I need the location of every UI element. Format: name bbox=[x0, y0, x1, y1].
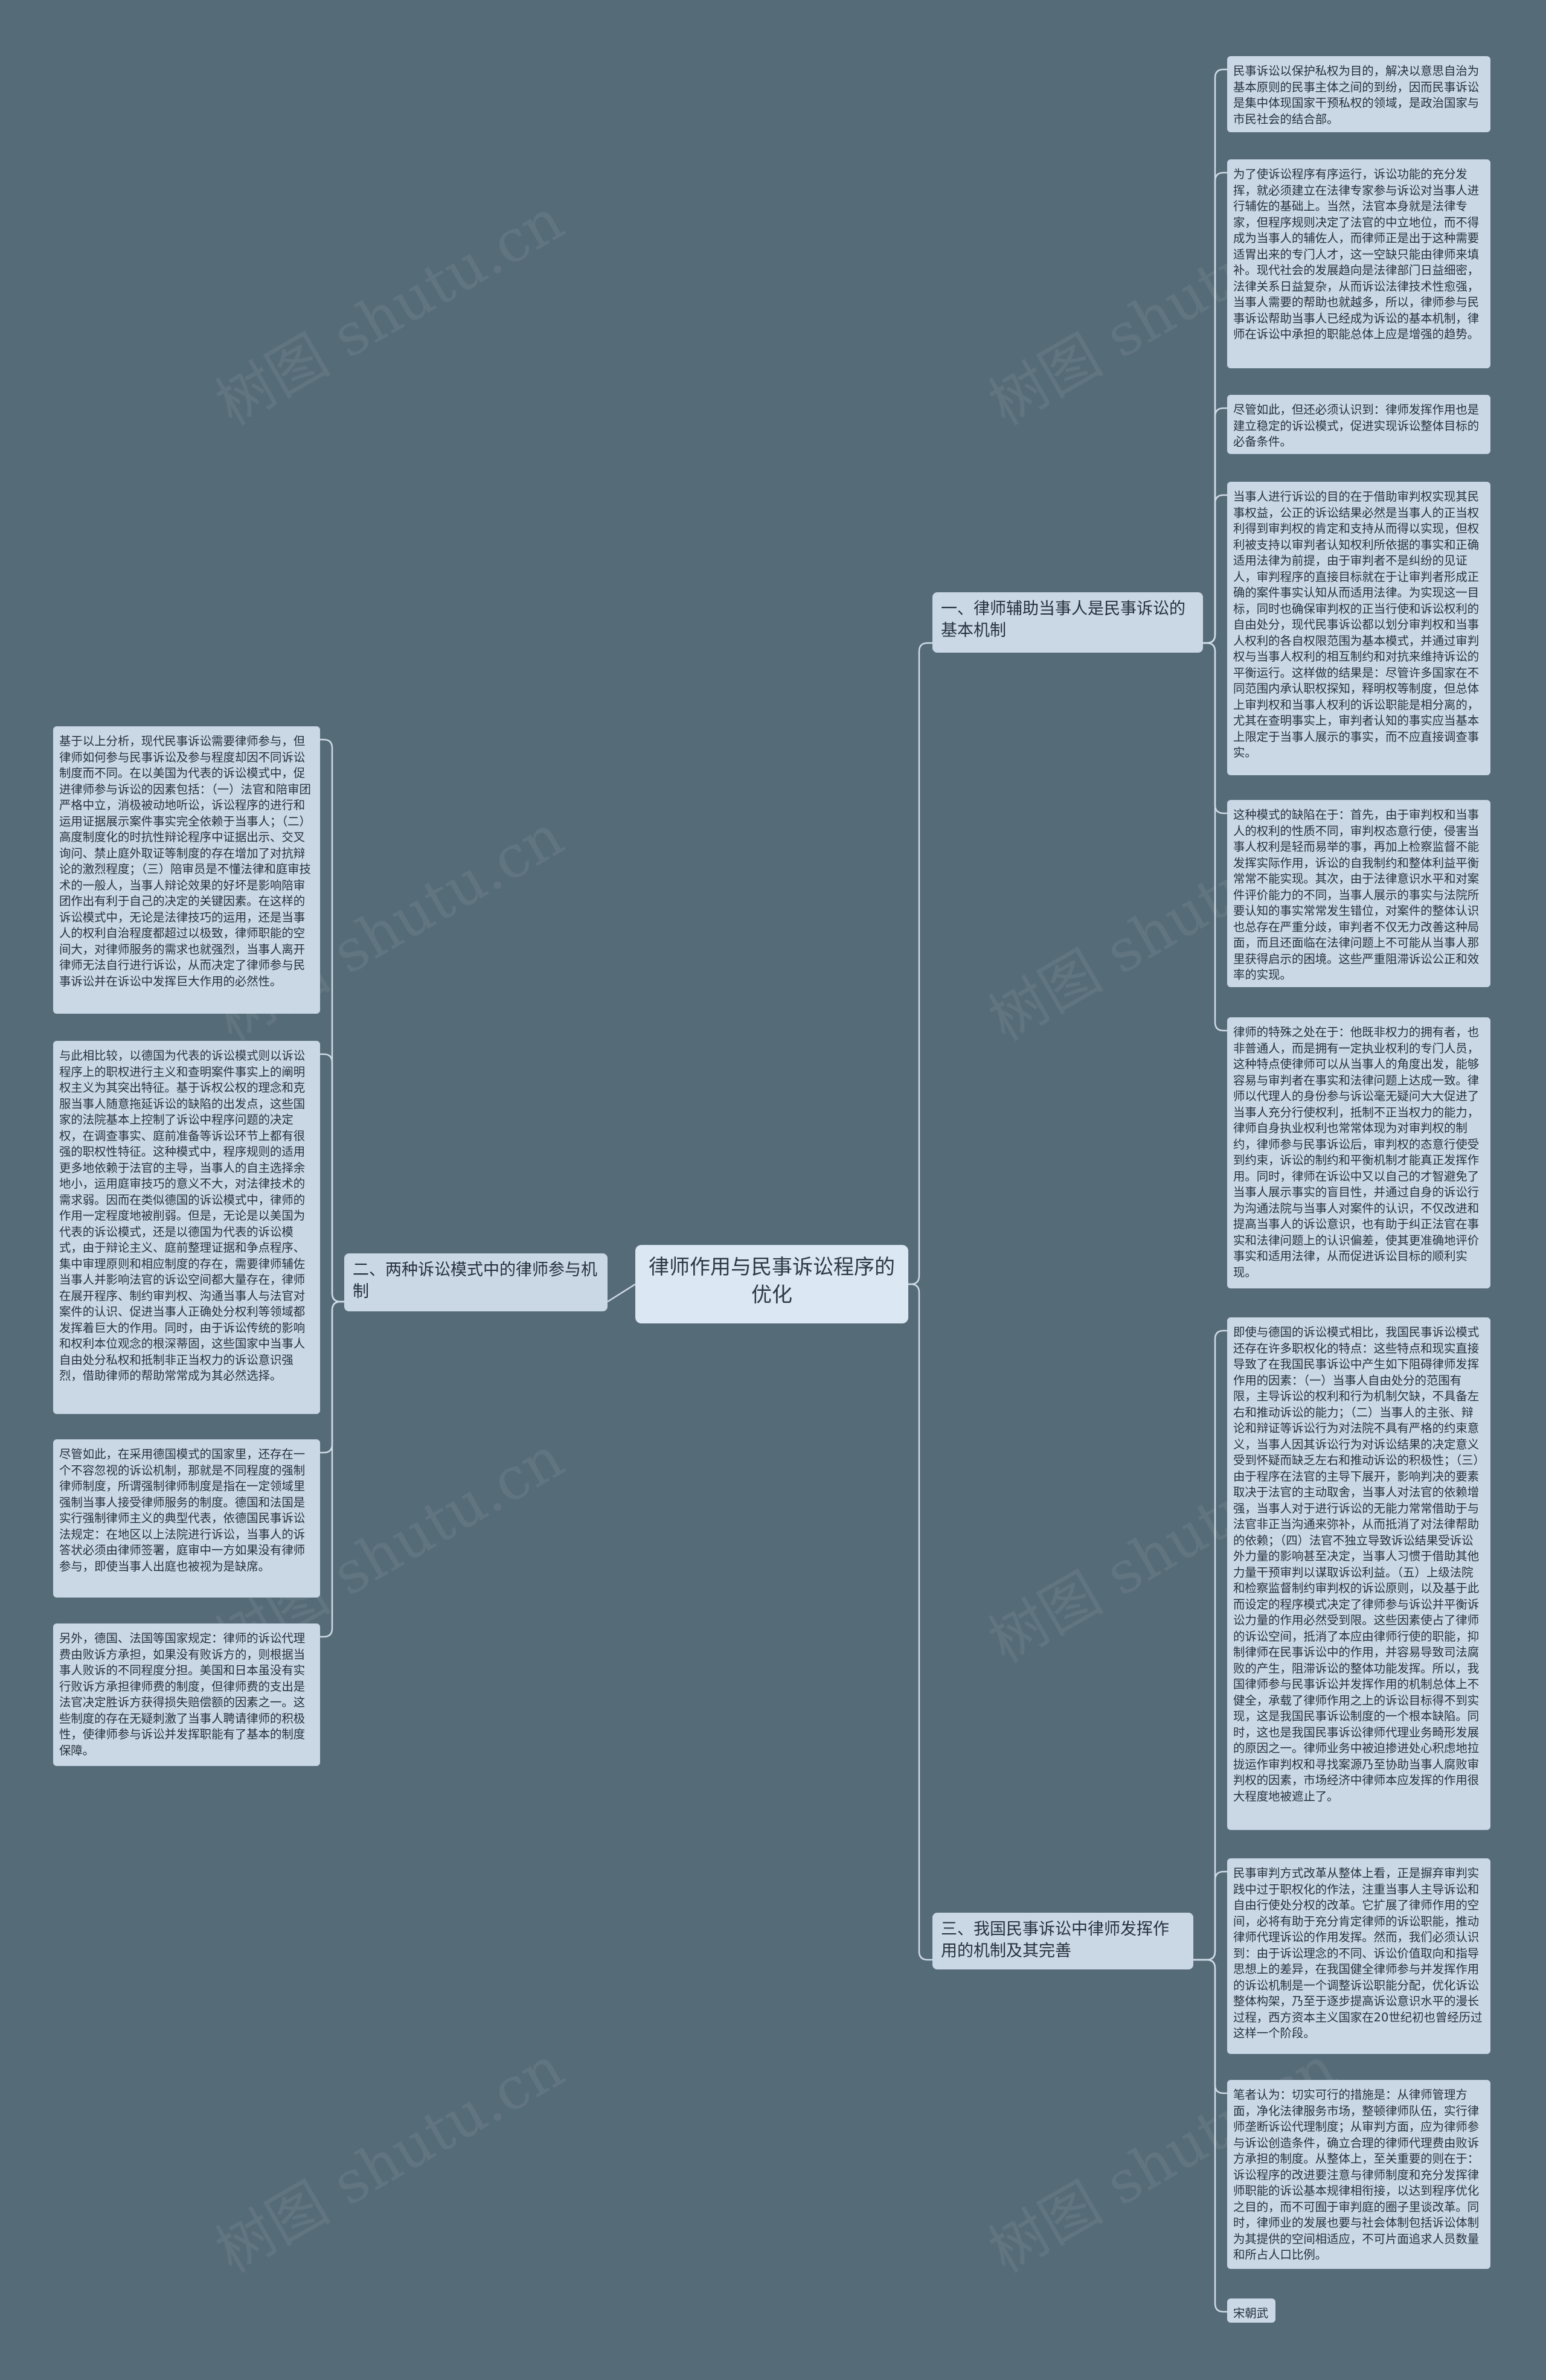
leaf-note[interactable]: 宋朝武 bbox=[1227, 2298, 1275, 2323]
branch-role-of-lawyers[interactable]: 一、律师辅助当事人是民事诉讼的基本机制 bbox=[932, 592, 1203, 653]
branch-two-litigation-models[interactable]: 二、两种诉讼模式中的律师参与机制 bbox=[344, 1253, 608, 1311]
connector-line bbox=[607, 1283, 636, 1303]
root-title: 律师作用与民事诉讼程序的优化 bbox=[649, 1255, 895, 1307]
leaf-text: 与此相比较，以德国为代表的诉讼模式则以诉讼程序上的职权进行主义和查明案件事实上的… bbox=[59, 1049, 306, 1383]
connector-line bbox=[908, 1283, 932, 1961]
root-topic[interactable]: 律师作用与民事诉讼程序的优化 bbox=[635, 1245, 908, 1323]
leaf-text: 笔者认为：切实可行的措施是：从律师管理方面，净化法律服务市场，整顿律师队伍，实行… bbox=[1233, 2088, 1480, 2262]
leaf-text: 另外，德国、法国等国家规定：律师的诉讼代理费由败诉方承担，如果没有败诉方的，则根… bbox=[59, 1631, 306, 1758]
leaf-note[interactable]: 律师的特殊之处在于：他既非权力的拥有者，也非普通人，而是拥有一定执业权利的专门人… bbox=[1227, 1017, 1490, 1288]
connector-line bbox=[320, 1053, 344, 1303]
leaf-note[interactable]: 为了使诉讼程序有序运行，诉讼功能的充分发挥，就必须建立在法律专家参与诉讼对当事人… bbox=[1227, 159, 1490, 368]
leaf-text: 基于以上分析，现代民事诉讼需要律师参与，但律师如何参与民事诉讼及参与程度却因不同… bbox=[59, 734, 311, 988]
leaf-text: 宋朝武 bbox=[1233, 2306, 1269, 2320]
branch-china-mechanism[interactable]: 三、我国民事诉讼中律师发挥作用的机制及其完善 bbox=[932, 1913, 1193, 1969]
connector-line bbox=[908, 642, 932, 1285]
leaf-note[interactable]: 民事审判方式改革从整体上看，正是摒弃审判实践中过于职权化的作法，注重当事人主导诉… bbox=[1227, 1858, 1490, 2054]
leaf-note[interactable]: 尽管如此，在采用德国模式的国家里，还存在一个不容忽视的诉讼机制，那就是不同程度的… bbox=[53, 1439, 320, 1598]
leaf-text: 为了使诉讼程序有序运行，诉讼功能的充分发挥，就必须建立在法律专家参与诉讼对当事人… bbox=[1233, 167, 1480, 341]
leaf-note[interactable]: 民事诉讼以保护私权为目的，解决以意思自治为基本原则的民事主体之间的到纷，因而民事… bbox=[1227, 56, 1490, 132]
branch-label: 二、两种诉讼模式中的律师参与机制 bbox=[353, 1261, 597, 1301]
leaf-note[interactable]: 当事人进行诉讼的目的在于借助审判权实现其民事权益，公正的诉讼结果必然是当事人的正… bbox=[1227, 482, 1490, 775]
connector-line bbox=[320, 1300, 344, 1638]
connector-line bbox=[1193, 1329, 1227, 1961]
connector-line bbox=[1193, 1959, 1227, 2313]
leaf-note[interactable]: 这种模式的缺陷在于：首先，由于审判权和当事人的权利的性质不同，审判权态意行使，侵… bbox=[1227, 800, 1490, 987]
leaf-text: 即使与德国的诉讼模式相比，我国民事诉讼模式还存在许多职权化的特点：这些特点和现实… bbox=[1233, 1325, 1480, 1803]
leaf-note[interactable]: 与此相比较，以德国为代表的诉讼模式则以诉讼程序上的职权进行主义和查明案件事实上的… bbox=[53, 1041, 320, 1414]
leaf-text: 当事人进行诉讼的目的在于借助审判权实现其民事权益，公正的诉讼结果必然是当事人的正… bbox=[1233, 490, 1480, 760]
leaf-text: 律师的特殊之处在于：他既非权力的拥有者，也非普通人，而是拥有一定执业权利的专门人… bbox=[1233, 1025, 1480, 1279]
leaf-text: 民事审判方式改革从整体上看，正是摒弃审判实践中过于职权化的作法，注重当事人主导诉… bbox=[1233, 1866, 1483, 2040]
leaf-text: 尽管如此，但还必须认识到：律师发挥作用也是建立稳定的诉讼模式，促进实现诉讼整体目… bbox=[1233, 403, 1480, 449]
connector-line bbox=[1203, 642, 1227, 1032]
leaf-text: 民事诉讼以保护私权为目的，解决以意思自治为基本原则的民事主体之间的到纷，因而民事… bbox=[1233, 64, 1480, 126]
leaf-text: 尽管如此，在采用德国模式的国家里，还存在一个不容忽视的诉讼机制，那就是不同程度的… bbox=[59, 1447, 306, 1573]
leaf-note[interactable]: 基于以上分析，现代民事诉讼需要律师参与，但律师如何参与民事诉讼及参与程度却因不同… bbox=[53, 726, 320, 1014]
branch-label: 三、我国民事诉讼中律师发挥作用的机制及其完善 bbox=[941, 1920, 1169, 1960]
leaf-note[interactable]: 另外，德国、法国等国家规定：律师的诉讼代理费由败诉方承担，如果没有败诉方的，则根… bbox=[53, 1623, 320, 1766]
connector-line bbox=[1193, 1959, 1227, 2094]
leaf-note[interactable]: 笔者认为：切实可行的措施是：从律师管理方面，净化法律服务市场，整顿律师队伍，实行… bbox=[1227, 2080, 1490, 2269]
connector-line bbox=[1193, 1870, 1227, 1961]
connector-line bbox=[1203, 494, 1227, 644]
leaf-text: 这种模式的缺陷在于：首先，由于审判权和当事人的权利的性质不同，审判权态意行使，侵… bbox=[1233, 808, 1480, 982]
branch-label: 一、律师辅助当事人是民事诉讼的基本机制 bbox=[941, 600, 1185, 640]
leaf-note[interactable]: 即使与德国的诉讼模式相比，我国民事诉讼模式还存在许多职权化的特点：这些特点和现实… bbox=[1227, 1317, 1490, 1830]
leaf-note[interactable]: 尽管如此，但还必须认识到：律师发挥作用也是建立稳定的诉讼模式，促进实现诉讼整体目… bbox=[1227, 395, 1490, 454]
